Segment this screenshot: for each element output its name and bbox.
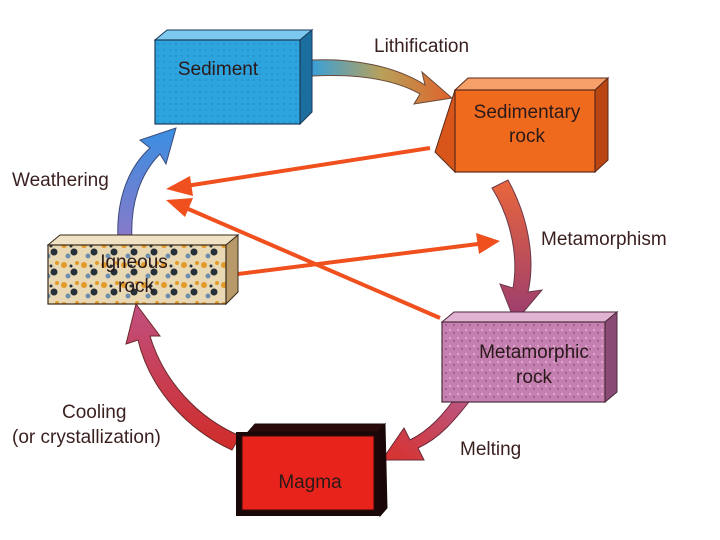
magma-label: Magma xyxy=(278,472,342,493)
sedimentary-to-weathering-arrow xyxy=(185,146,431,188)
lithification-arrow xyxy=(311,59,454,105)
sedimentary-rock-label-line2: rock xyxy=(509,126,545,147)
igneous-rock-box: Igneous rock xyxy=(46,233,240,306)
weathering-label: Weathering xyxy=(12,170,109,191)
melting-label: Melting xyxy=(460,439,521,460)
sediment-box: Sediment xyxy=(153,28,314,126)
cooling-label-line1: Cooling xyxy=(62,402,126,423)
magma-box: Magma xyxy=(236,422,388,518)
sedimentary-to-weathering-arrowhead xyxy=(166,176,193,196)
metamorphic-rock-label-line2: rock xyxy=(516,367,552,388)
igneous-rock-label-line1: Igneous xyxy=(100,252,168,273)
cooling-label-line2: (or crystallization) xyxy=(12,427,161,448)
metamorphic-rock-label-line1: Metamorphic xyxy=(479,342,589,363)
igneous-to-metamorphism-arrowhead xyxy=(476,233,500,254)
weathering-arrow xyxy=(117,127,177,241)
metamorphic-rock-box: Metamorphic rock xyxy=(440,310,619,404)
metamorphic-to-weathering-arrowhead xyxy=(166,198,193,217)
sediment-label: Sediment xyxy=(178,59,259,80)
sedimentary-rock-box: Sedimentary rock xyxy=(434,76,610,174)
melting-arrow xyxy=(381,393,473,461)
lithification-label: Lithification xyxy=(374,36,469,57)
metamorphism-arrow xyxy=(491,179,544,323)
igneous-rock-label-line2: rock xyxy=(118,276,154,297)
igneous-to-metamorphism-arrow xyxy=(237,242,479,276)
sedimentary-rock-label-line1: Sedimentary xyxy=(474,102,581,123)
metamorphism-label: Metamorphism xyxy=(541,229,667,250)
